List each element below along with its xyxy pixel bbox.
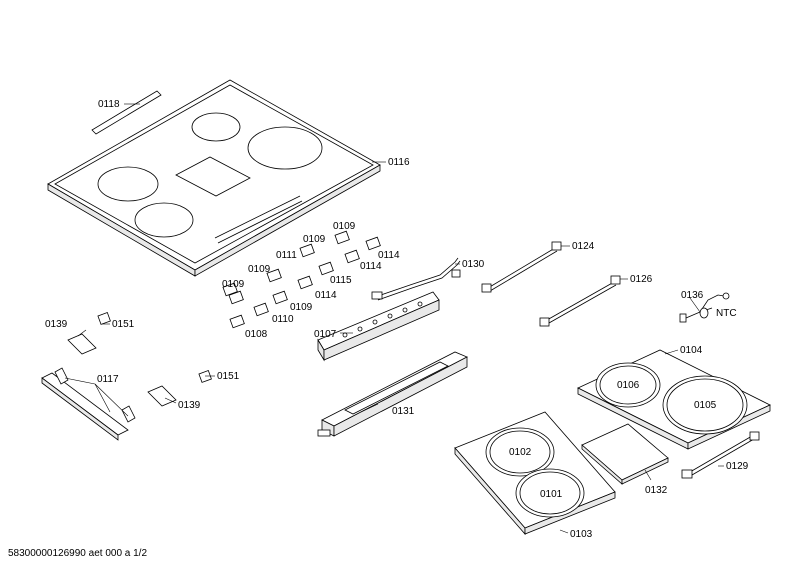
label-0115: 0115	[330, 275, 352, 286]
label-ntc: NTC	[716, 308, 737, 319]
control-buttons-cluster	[222, 230, 381, 329]
label-0139: 0139	[45, 319, 68, 330]
label-0107: 0107	[314, 329, 337, 340]
label-0106: 0106	[617, 380, 640, 391]
control-board	[317, 291, 440, 362]
label-0131: 0131	[392, 406, 415, 417]
label-0104: 0104	[680, 345, 703, 356]
document-id: 58300000126990 aet 000 a 1/2	[8, 548, 147, 559]
mounting-brackets	[41, 312, 212, 441]
ribbon-cable	[371, 257, 461, 301]
shield-plate	[581, 423, 669, 485]
label-0114: 0109	[290, 302, 313, 313]
label-0132: 0132	[645, 485, 668, 496]
label-0109: 0109	[222, 279, 245, 290]
label-0114: 0114	[315, 290, 337, 301]
label-0151: 0151	[217, 371, 240, 382]
leader-lines	[64, 103, 724, 534]
label-0139: 0139	[178, 400, 201, 411]
label-0101: 0101	[540, 489, 563, 500]
label-0105: 0105	[694, 400, 717, 411]
label-0103: 0103	[570, 529, 593, 540]
label-0114: 0114	[360, 261, 382, 272]
hob-glass-top	[47, 79, 381, 277]
label-0130: 0130	[462, 259, 485, 270]
label-0129: 0129	[726, 461, 749, 472]
label-0110: 0110	[272, 314, 294, 325]
label-0136: 0136	[681, 290, 704, 301]
cable-0124	[481, 241, 562, 293]
label-0102: 0102	[509, 447, 532, 458]
cable-0129	[681, 431, 760, 479]
label-0124: 0124	[572, 241, 595, 252]
label-0109: 0109	[248, 264, 271, 275]
part-labels: 0118 0116 0109 0109 0114 0111 0114 0109 …	[45, 99, 749, 540]
label-0114: 0114	[378, 250, 400, 261]
cable-0126	[539, 275, 621, 327]
label-0116: 0116	[388, 157, 410, 168]
label-0111: 0111	[276, 250, 297, 261]
label-0109: 0109	[303, 234, 326, 245]
frame-bracket	[317, 351, 468, 437]
label-0151: 0151	[112, 319, 135, 330]
coil-carrier-0103	[454, 411, 616, 536]
label-0108: 0108	[245, 329, 268, 340]
label-0109: 0109	[333, 221, 356, 232]
coil-carrier-0104	[577, 349, 771, 450]
label-0117: 0117	[97, 374, 119, 385]
label-0126: 0126	[630, 274, 653, 285]
label-0118: 0118	[98, 99, 120, 110]
